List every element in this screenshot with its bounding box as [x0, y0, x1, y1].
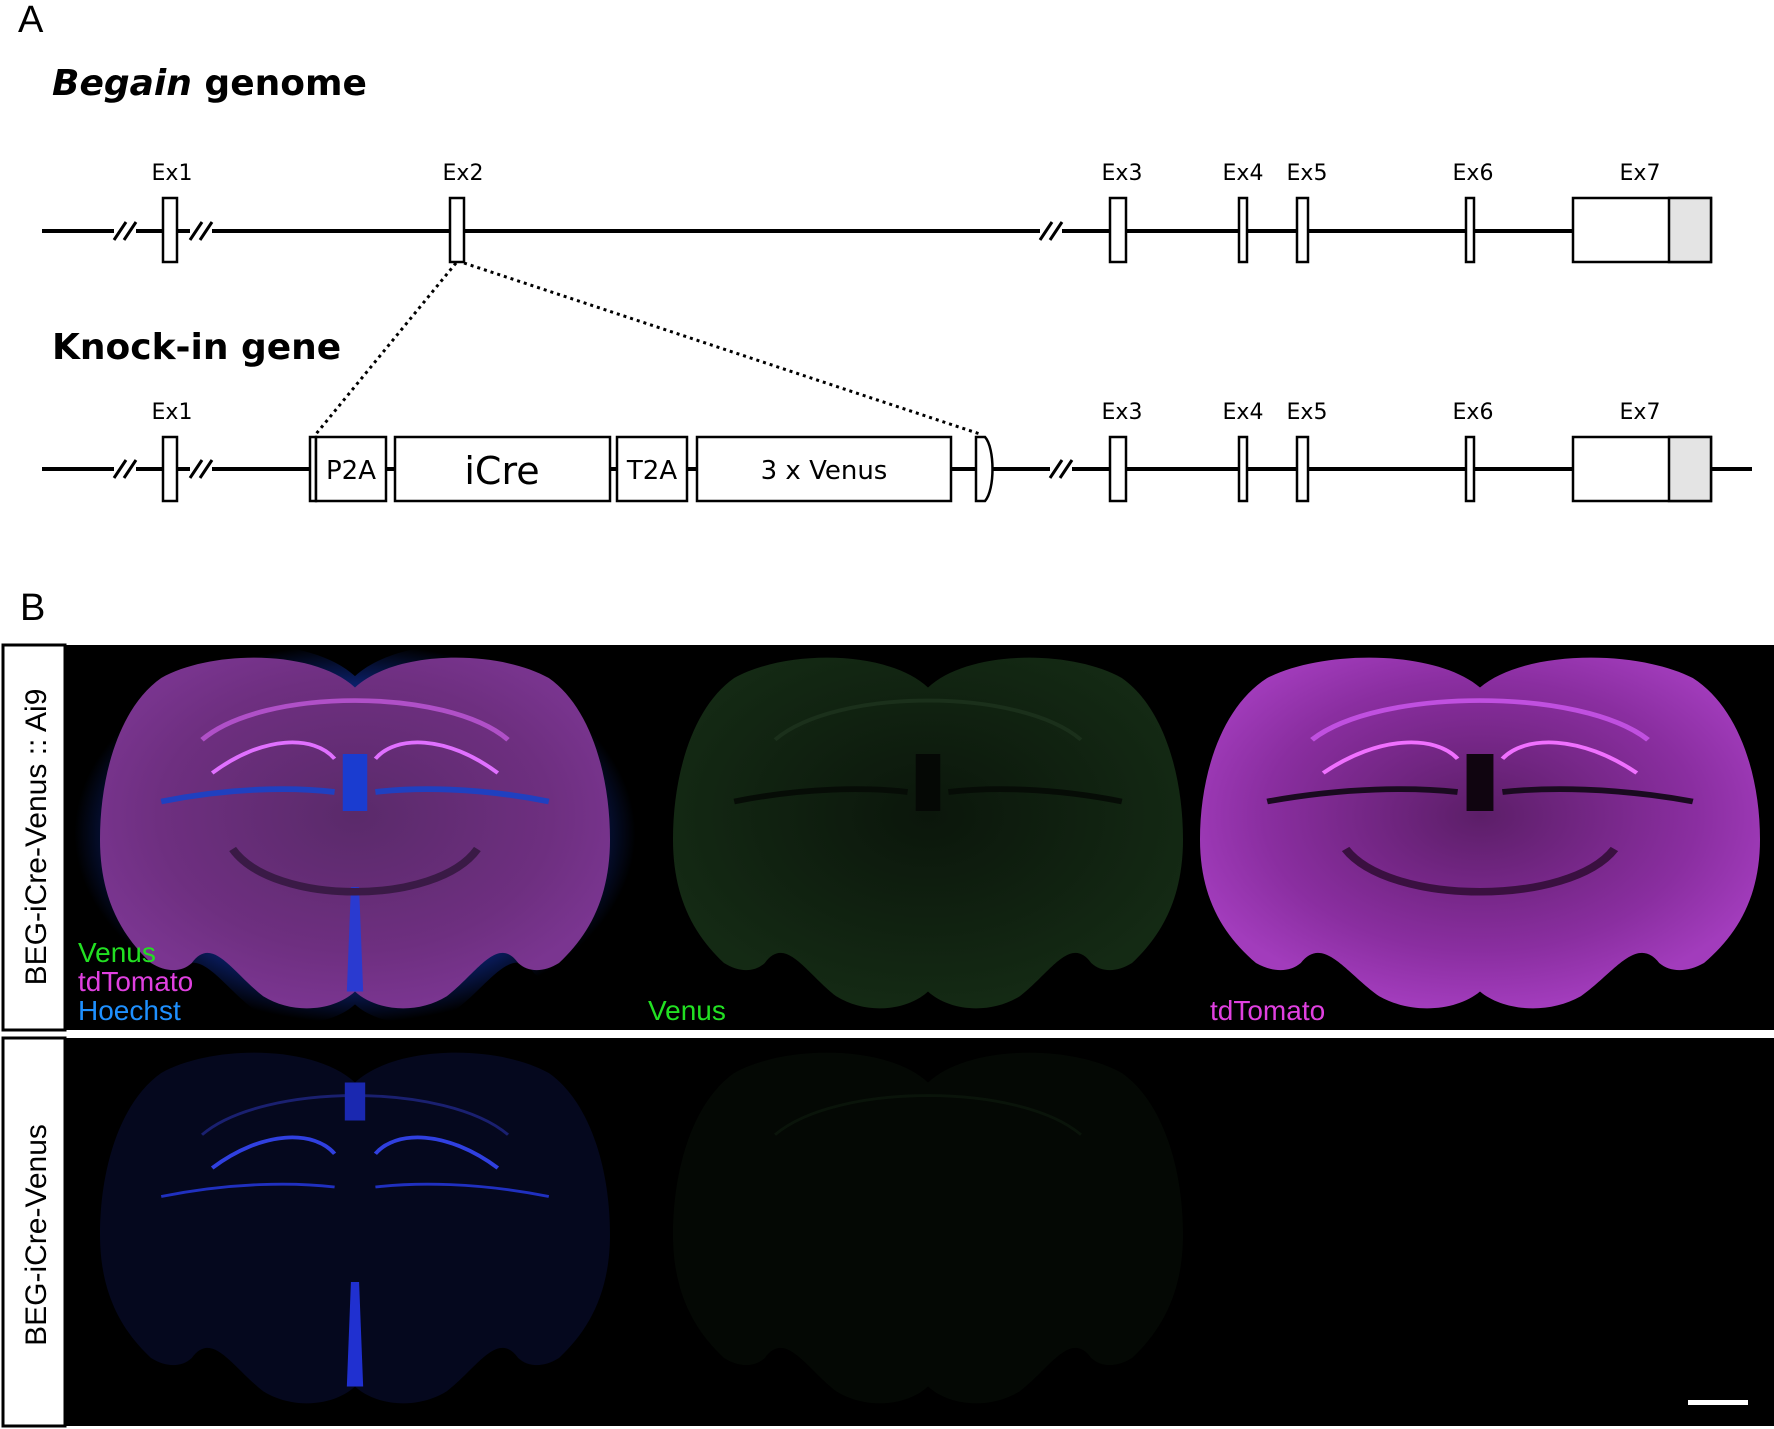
- polya-signal: [974, 435, 994, 503]
- insertion-guide-left: [314, 262, 458, 435]
- venus-channel-label: Venus: [648, 995, 726, 1026]
- genome-ex5-label: Ex5: [1287, 161, 1328, 186]
- genome-title-gene: Begain: [52, 63, 192, 104]
- knockin-ex5-label: Ex5: [1287, 400, 1328, 425]
- tdtomato-brain-image: [1200, 657, 1760, 1009]
- knockin-ex6-label: Ex6: [1453, 400, 1494, 425]
- p2a-label: P2A: [326, 456, 376, 486]
- knockin-ex4-label: Ex4: [1223, 400, 1264, 425]
- scale-bar: [1688, 1400, 1748, 1405]
- merge-brain-image: [74, 643, 636, 1023]
- knockin-exon-1: [161, 435, 179, 503]
- merge-legend-tdtomato: tdTomato: [78, 966, 193, 997]
- panel-a-letter: A: [18, 0, 44, 41]
- knockin-exon-6: [1464, 435, 1476, 503]
- venus-cassette-label: 3 x Venus: [761, 456, 888, 486]
- row-2: BEG-iCre-Venus: [1, 1036, 1774, 1428]
- genome-ex2-label: Ex2: [443, 161, 484, 186]
- row-2-merge-brain-image: [100, 1052, 611, 1404]
- row-2-venus-brain-image: [673, 1052, 1183, 1404]
- knockin-ex7-label: Ex7: [1620, 400, 1661, 425]
- genome-title: Begain genome: [52, 63, 367, 104]
- genome-exon-4: [1237, 196, 1249, 264]
- t2a-label: T2A: [626, 456, 677, 486]
- insertion-guides: [314, 261, 981, 436]
- t2a-box: [615, 435, 689, 503]
- genome-track: [42, 196, 1713, 264]
- row-1: BEG-iCre-Venus :: Ai9: [1, 643, 1774, 1032]
- knockin-exon-4: [1237, 435, 1249, 503]
- venus-brain-image: [673, 657, 1183, 1009]
- genome-ex1-label: Ex1: [152, 161, 193, 186]
- merge-legend-venus: Venus: [78, 937, 156, 968]
- genome-exon-1: [161, 196, 179, 264]
- insertion-guide-right: [463, 261, 981, 436]
- icre-box: [393, 435, 612, 503]
- genome-break-3: [1038, 221, 1064, 241]
- p2a-box: [314, 435, 388, 503]
- genome-ex3-label: Ex3: [1102, 161, 1143, 186]
- knockin-exon-7-utr: [1667, 435, 1713, 503]
- venus-box: [695, 435, 953, 503]
- genome-exon-3: [1108, 196, 1128, 264]
- knockin-break-3: [1048, 459, 1074, 479]
- genome-ex4-label: Ex4: [1223, 161, 1264, 186]
- knockin-exon-5: [1295, 435, 1310, 503]
- genome-exon-5: [1295, 196, 1310, 264]
- knockin-break-2: [188, 459, 214, 479]
- knockin-track: [42, 435, 1752, 503]
- knockin-ex1-label: Ex1: [152, 400, 193, 425]
- genome-ex6-label: Ex6: [1453, 161, 1494, 186]
- knockin-ex3-label: Ex3: [1102, 400, 1143, 425]
- row-2-label: BEG-iCre-Venus: [20, 1124, 53, 1346]
- genome-exon-2: [448, 196, 466, 264]
- panel-b-letter: B: [20, 587, 45, 629]
- knockin-exon-3: [1108, 435, 1128, 503]
- knockin-break-1: [112, 459, 138, 479]
- genome-title-suffix: genome: [192, 63, 367, 104]
- icre-label: iCre: [464, 449, 539, 493]
- row-1-label: BEG-iCre-Venus :: Ai9: [20, 689, 53, 986]
- row-1-label-box: [1, 643, 67, 1032]
- row-2-label-box: [1, 1036, 67, 1428]
- tdtomato-channel-label: tdTomato: [1210, 995, 1325, 1026]
- genome-exon-7-utr: [1667, 196, 1713, 264]
- knockin-title: Knock-in gene: [52, 327, 341, 368]
- merge-legend-hoechst: Hoechst: [78, 995, 181, 1026]
- genome-break-2: [188, 221, 214, 241]
- genome-exon-6: [1464, 196, 1476, 264]
- genome-ex7-label: Ex7: [1620, 161, 1661, 186]
- genome-break-1: [112, 221, 138, 241]
